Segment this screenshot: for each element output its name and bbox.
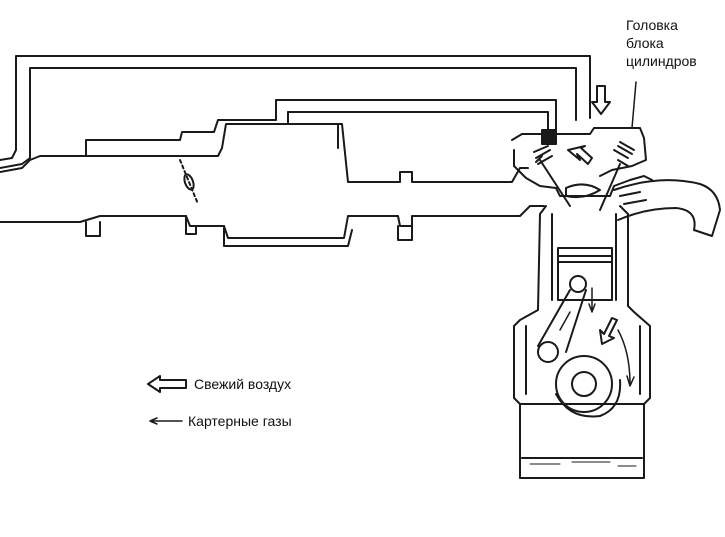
callout-leader [631,81,637,129]
cylinder-block [513,205,651,479]
valve-springs-intake [533,145,553,165]
pcv-hose [287,111,339,149]
legend-fresh-air-arrow [147,375,187,393]
pcv-hose-inner [287,111,549,131]
legend-crankcase-gases-label: Картерные газы [188,413,292,429]
cylinder-head [513,149,653,197]
fresh-air-arrow-crankcase [599,317,618,345]
exhaust-valve [599,159,629,211]
rocker-cover [511,127,647,177]
callout-line-2: блока [626,35,664,51]
crankcase-gas-flow-3 [559,311,571,331]
duct-lower-second [185,215,197,235]
combustion-chamber [565,183,601,199]
crank-pin [537,341,559,363]
breather-hose-inner [0,67,577,169]
callout-line-3: цилиндров [626,53,697,69]
cylinder-head-callout: Головка блока цилиндров [626,16,697,70]
piston-pin [569,275,587,293]
throttle-plate [183,173,195,191]
air-cleaner-upper [0,99,557,173]
legend-crankcase-arrow [149,417,183,425]
intake-duct-upper [85,123,529,183]
block-inner [525,325,641,395]
crankshaft-journal [571,371,597,397]
callout-line-1: Головка [626,17,678,33]
crankshaft-web [555,355,613,413]
intake-valve [535,155,571,207]
oil-surface [529,461,637,467]
legend-fresh-air-label: Свежий воздух [194,376,292,392]
piston [557,247,613,301]
fresh-air-arrow-head [567,145,593,165]
duct-lower-third [223,225,353,247]
duct-lower-clamp [397,225,413,241]
counterweight [555,379,622,418]
intake-duct-lower [0,205,545,239]
throttle-shaft [179,159,199,205]
exhaust-port-lines [619,191,647,205]
crankcase-gas-flow-1 [588,287,596,313]
cylinder-bore [551,213,617,301]
connecting-rod [537,289,587,353]
fresh-air-arrow-intake [591,85,611,115]
breather-hose-outer [0,55,591,161]
crankcase-gas-flow-2 [617,329,635,387]
air-cleaner-lower [85,221,101,237]
pcv-valve [541,129,557,145]
exhaust-manifold [613,179,721,237]
valve-springs-exhaust [613,141,635,159]
